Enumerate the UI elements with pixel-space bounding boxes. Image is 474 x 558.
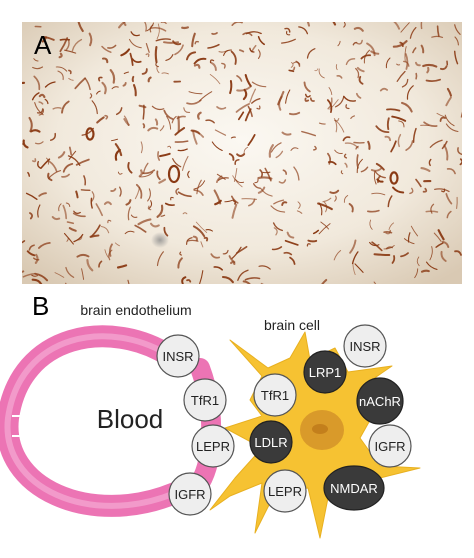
vessel-fragment: [375, 254, 390, 255]
micrograph-image: A: [22, 22, 462, 284]
panel-a-letter: A: [34, 30, 52, 60]
brain-cell-label: brain cell: [264, 317, 320, 333]
vessel-fragment: [426, 211, 437, 212]
vessel-fragment: [258, 177, 271, 178]
endothelium-junction: [40, 438, 45, 458]
vessel-fragment: [457, 197, 458, 208]
svg-text:LEPR: LEPR: [268, 484, 302, 499]
vessel-fragment: [156, 47, 157, 62]
svg-text:LEPR: LEPR: [196, 439, 230, 454]
micrograph-background: [22, 22, 462, 284]
svg-text:TfR1: TfR1: [261, 388, 289, 403]
svg-text:LRP1: LRP1: [309, 365, 342, 380]
vessel-fragment: [81, 190, 89, 191]
vessel-fragment: [308, 241, 316, 242]
svg-text:IGFR: IGFR: [174, 487, 205, 502]
vessel-fragment: [388, 118, 389, 129]
panel-a-micrograph: A: [22, 22, 462, 284]
receptor-schematic: B brain endothelium brain cell Blood INS…: [0, 288, 474, 553]
receptor-igfr-cell: IGFR: [369, 425, 411, 467]
vessel-fragment: [164, 42, 178, 43]
receptor-nmdar-cell: NMDAR: [324, 466, 384, 510]
vessel-fragment: [91, 236, 99, 237]
svg-text:NMDAR: NMDAR: [330, 481, 378, 496]
panel-b-letter: B: [32, 291, 49, 321]
blood-label: Blood: [97, 404, 164, 434]
receptor-tfr1-endothelium: TfR1: [184, 379, 226, 421]
receptor-igfr-endothelium: IGFR: [169, 473, 211, 515]
svg-text:IGFR: IGFR: [374, 439, 405, 454]
receptor-tfr1-cell: TfR1: [254, 374, 296, 416]
nucleolus: [312, 424, 328, 434]
vessel-fragment: [133, 77, 134, 81]
panel-b-schematic: B brain endothelium brain cell Blood INS…: [0, 288, 474, 553]
endothelium-label: brain endothelium: [80, 302, 191, 318]
receptor-lrp1-cell: LRP1: [304, 351, 346, 393]
tissue-artifact: [151, 232, 169, 248]
svg-text:INSR: INSR: [162, 349, 193, 364]
vessel-fragment: [427, 68, 428, 72]
receptor-lepr-cell: LEPR: [264, 470, 306, 512]
receptor-insr-cell: INSR: [344, 325, 386, 367]
receptor-nachr-cell: nAChR: [357, 378, 403, 424]
vessel-fragment: [357, 155, 358, 168]
svg-text:TfR1: TfR1: [191, 393, 219, 408]
receptor-insr-endothelium: INSR: [157, 335, 199, 377]
vessel-fragment: [422, 271, 429, 272]
receptor-lepr-endothelium: LEPR: [192, 425, 234, 467]
svg-text:LDLR: LDLR: [254, 435, 287, 450]
endothelium-junction: [38, 403, 44, 426]
vessel-fragment: [182, 27, 188, 28]
receptor-ldlr-cell: LDLR: [250, 421, 292, 463]
svg-text:nAChR: nAChR: [359, 394, 401, 409]
vessel-fragment: [143, 124, 144, 128]
svg-text:INSR: INSR: [349, 339, 380, 354]
